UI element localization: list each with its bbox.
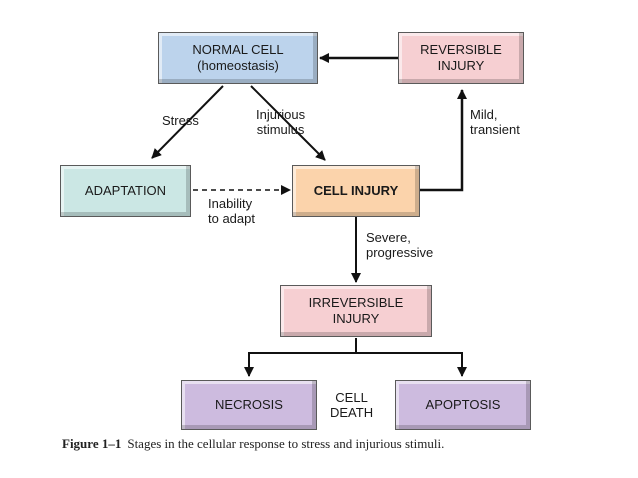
node-adaptation: ADAPTATION [60, 165, 191, 217]
node-cell-injury: CELL INJURY [292, 165, 420, 217]
arrow-normal-to-cell-injury [250, 85, 326, 161]
figure-caption-text: Stages in the cellular response to stres… [127, 436, 445, 451]
label-stress: Stress [162, 113, 199, 128]
node-cell-injury-label: CELL INJURY [313, 183, 399, 198]
label-severe-progressive: Severe, progressive [366, 230, 434, 260]
label-injurious-stimulus: Injurious stimulus [256, 107, 306, 137]
arrow-irreversible-to-necrosis [244, 338, 357, 377]
arrow-irreversible-to-apoptosis [356, 352, 467, 377]
node-normal-cell-label: NORMAL CELL (homeostasis) [192, 42, 284, 73]
node-apoptosis-label: APOPTOSIS [425, 397, 501, 412]
node-necrosis-label: NECROSIS [215, 397, 283, 412]
label-inability-to-adapt: Inability to adapt [208, 196, 255, 226]
node-apoptosis: APOPTOSIS [395, 380, 531, 430]
label-cell-death: CELL DEATH [330, 390, 374, 420]
figure-caption: Figure 1–1 Stages in the cellular respons… [62, 436, 444, 452]
figure-number: Figure 1–1 [62, 436, 122, 451]
node-reversible-injury-label: REVERSIBLE INJURY [420, 42, 502, 73]
node-necrosis: NECROSIS [181, 380, 317, 430]
node-irreversible-injury: IRREVERSIBLE INJURY [280, 285, 432, 337]
node-reversible-injury: REVERSIBLE INJURY [398, 32, 524, 84]
node-normal-cell: NORMAL CELL (homeostasis) [158, 32, 318, 84]
arrow-cell-injury-to-reversible [420, 89, 467, 192]
label-mild-transient: Mild, transient [470, 107, 520, 137]
arrow-normal-to-adaptation [151, 85, 224, 159]
node-adaptation-label: ADAPTATION [84, 183, 167, 198]
node-irreversible-injury-label: IRREVERSIBLE INJURY [308, 295, 404, 326]
